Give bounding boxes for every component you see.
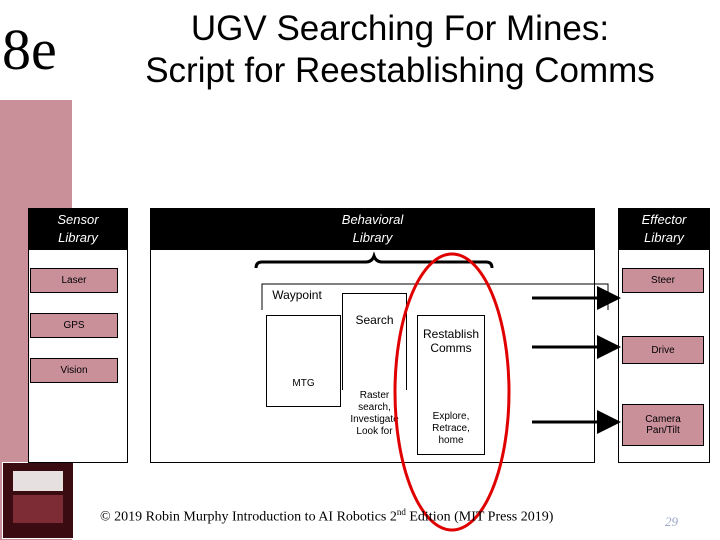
title-line-1: UGV Searching For Mines: xyxy=(190,9,610,48)
page-number: 29 xyxy=(665,514,678,529)
camera-label-line-2: Pan/Tilt xyxy=(646,425,680,436)
chapter-badge: 8e xyxy=(2,17,57,82)
effector-camera: Camera Pan/Tilt xyxy=(622,404,704,446)
explore-line-3: home xyxy=(438,435,464,446)
effector-drive: Drive xyxy=(622,336,704,364)
book-cover-thumbnail xyxy=(2,462,74,539)
explore-line-1: Explore, xyxy=(432,411,470,422)
search-label: Search xyxy=(355,313,394,327)
effector-header-line-1: Effector xyxy=(641,212,687,227)
footer-citation: © 2019 Robin Murphy Introduction to AI R… xyxy=(100,507,570,526)
sensor-vision: Vision xyxy=(30,358,118,383)
footer-suffix: Edition (MIT Press 2019) xyxy=(405,509,554,525)
sensor-header-line-2: Library xyxy=(58,230,98,245)
title-line-2: Script for Reestablishing Comms xyxy=(145,51,655,90)
mtg-box xyxy=(266,315,341,407)
behavioral-header-line-1: Behavioral xyxy=(341,212,404,227)
restablish-comms-label: Restablish Comms xyxy=(417,327,485,355)
raster-line-1: Raster search, xyxy=(358,390,391,413)
behavior-brace xyxy=(254,251,494,269)
effector-library-header: Effector Library xyxy=(618,208,710,250)
behavioral-header-line-2: Library xyxy=(352,230,393,245)
effector-header-line-2: Library xyxy=(644,230,684,245)
raster-line-3: Look for xyxy=(356,426,393,437)
sensor-gps: GPS xyxy=(30,313,118,338)
highlight-ellipse xyxy=(393,252,511,532)
waypoint-label: Waypoint xyxy=(272,288,322,302)
footer-prefix: © 2019 Robin Murphy Introduction to AI R… xyxy=(100,509,397,525)
explore-label: Explore, Retrace, home xyxy=(417,411,485,447)
sensor-laser: Laser xyxy=(30,268,118,293)
sensor-library-header: Sensor Library xyxy=(28,208,128,250)
effector-steer: Steer xyxy=(622,268,704,293)
sensor-header-line-1: Sensor xyxy=(57,212,99,227)
restablish-line-2: Comms xyxy=(430,341,472,355)
explore-line-2: Retrace, xyxy=(432,423,470,434)
slide-title: UGV Searching For Mines: Script for Rees… xyxy=(100,8,700,92)
restablish-line-1: Restablish xyxy=(422,327,480,341)
footer-superscript: nd xyxy=(396,507,406,517)
restablish-comms-box xyxy=(417,315,485,455)
raster-line-2: Investigate xyxy=(350,414,399,425)
camera-label-line-1: Camera xyxy=(645,414,681,425)
mtg-label: MTG xyxy=(292,378,315,389)
behavioral-library-header: Behavioral Library xyxy=(150,208,595,250)
